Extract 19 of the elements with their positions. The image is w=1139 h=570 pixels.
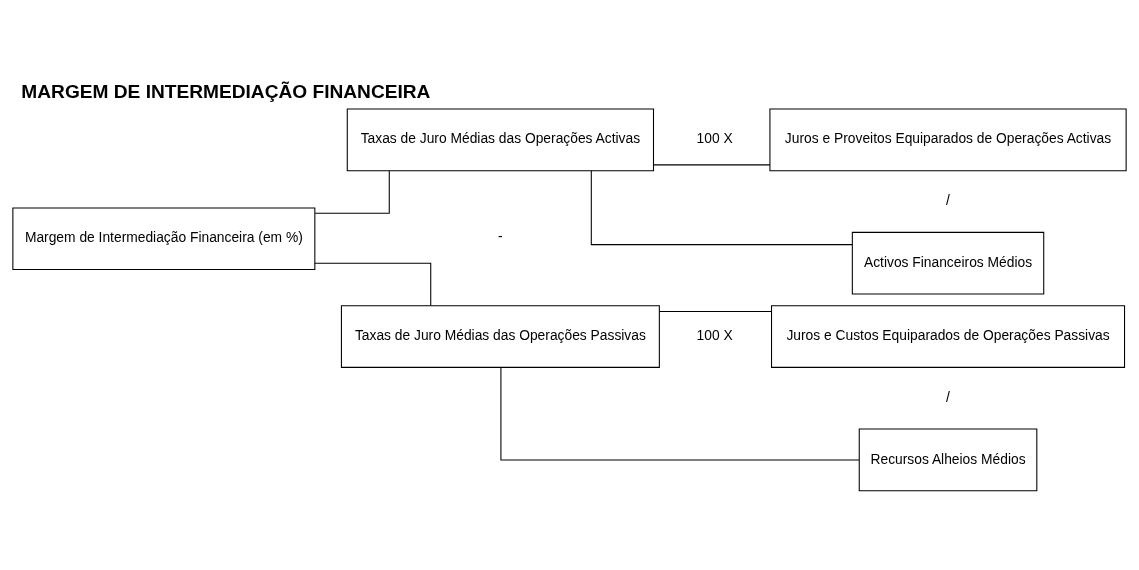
connector bbox=[658, 311, 772, 313]
node-box: Activos Financeiros Médios bbox=[851, 231, 1045, 295]
node-box: Taxas de Juro Médias das Operações Activas bbox=[346, 108, 655, 172]
connector bbox=[314, 170, 390, 214]
label: / bbox=[946, 192, 950, 209]
label: 100 X bbox=[696, 327, 733, 344]
node-box: Recursos Alheios Médios bbox=[858, 428, 1038, 492]
label: - bbox=[498, 228, 503, 245]
node-box: Juros e Proveitos Equiparados de Operações Activas bbox=[769, 108, 1127, 172]
diagram-title: MARGEM DE INTERMEDIAÇÃO FINANCEIRA bbox=[21, 80, 431, 102]
label: / bbox=[946, 388, 950, 405]
label: 100 X bbox=[696, 130, 733, 147]
connector bbox=[314, 262, 432, 306]
node-box: Margem de Intermediação Financeira (em %) bbox=[12, 207, 316, 271]
node-box: Taxas de Juro Médias das Operações Passivas bbox=[340, 305, 660, 368]
node-box: Juros e Custos Equiparados de Operações Passivas bbox=[771, 305, 1126, 368]
connector bbox=[500, 367, 860, 461]
connector bbox=[590, 170, 853, 246]
connector bbox=[652, 164, 771, 166]
